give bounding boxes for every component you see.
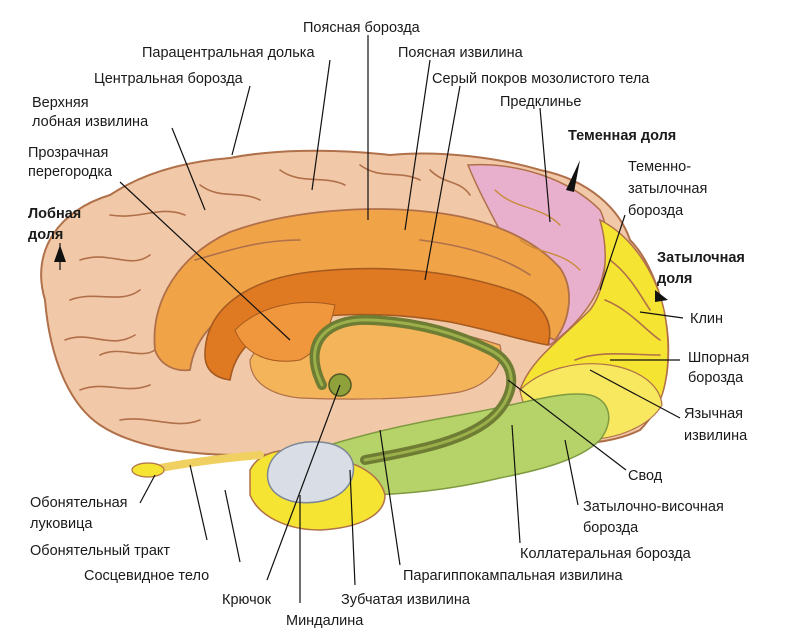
leader-lines [59, 35, 684, 603]
label-paracentral-lobule: Парацентральная долька [142, 45, 315, 61]
label-amygdala: Миндалина [286, 613, 364, 629]
label-occipital-lobe-1: Затылочная [657, 250, 745, 266]
label-precuneus: Предклинье [500, 94, 581, 110]
label-olfactory-bulb-1: Обонятельная [30, 495, 128, 511]
label-parieto-occipital-1: Теменно- [628, 159, 691, 175]
label-parahippocampal: Парагиппокампальная извилина [403, 568, 623, 584]
label-occipitotemporal-2: борозда [583, 520, 639, 536]
label-indusium-griseum: Серый покров мозолистого тела [432, 71, 650, 87]
label-superior-frontal-2: лобная извилина [32, 114, 149, 130]
label-septum-2: перегородка [28, 164, 113, 180]
label-collateral-sulcus: Коллатеральная борозда [520, 546, 692, 562]
label-uncus: Крючок [222, 592, 272, 608]
arrow-parietal [566, 160, 580, 192]
amygdala-region [266, 441, 355, 504]
label-occipital-lobe-2: доля [657, 271, 692, 287]
brain-illustration [40, 149, 670, 531]
sulci-lines [64, 164, 661, 425]
label-occipitotemporal-1: Затылочно-височная [583, 499, 724, 515]
label-frontal-lobe-2: доля [28, 227, 63, 243]
label-calcarine-2: борозда [688, 370, 744, 386]
label-lingual-2: извилина [684, 428, 748, 444]
label-parietal-lobe: Теменная доля [568, 128, 676, 144]
label-parieto-occipital-2: затылочная [628, 181, 707, 197]
arrow-frontal [54, 245, 66, 262]
olfactory-tract [146, 451, 264, 474]
label-frontal-lobe-1: Лобная [28, 206, 81, 222]
labels: Поясная борозда Парацентральная долька П… [28, 20, 749, 629]
label-septum-1: Прозрачная [28, 145, 108, 161]
label-dentate-gyrus: Зубчатая извилина [341, 592, 471, 608]
label-cingulate-sulcus: Поясная борозда [303, 20, 421, 36]
label-central-sulcus: Центральная борозда [94, 71, 244, 87]
label-olfactory-tract: Обонятельный тракт [30, 543, 170, 559]
label-parieto-occipital-3: борозда [628, 203, 684, 219]
label-superior-frontal-1: Верхняя [32, 95, 89, 111]
label-cuneus: Клин [690, 311, 723, 327]
label-lingual-1: Язычная [684, 406, 743, 422]
label-mammillary-body: Сосцевидное тело [84, 568, 209, 584]
fornix-highlight [313, 318, 513, 462]
label-calcarine-1: Шпорная [688, 350, 749, 366]
label-olfactory-bulb-2: луковица [30, 516, 93, 532]
olfactory-bulb [131, 462, 165, 478]
label-fornix: Свод [628, 468, 663, 484]
arrows [54, 160, 668, 302]
label-cingulate-gyrus: Поясная извилина [398, 45, 524, 61]
arrow-occipital [655, 290, 668, 302]
